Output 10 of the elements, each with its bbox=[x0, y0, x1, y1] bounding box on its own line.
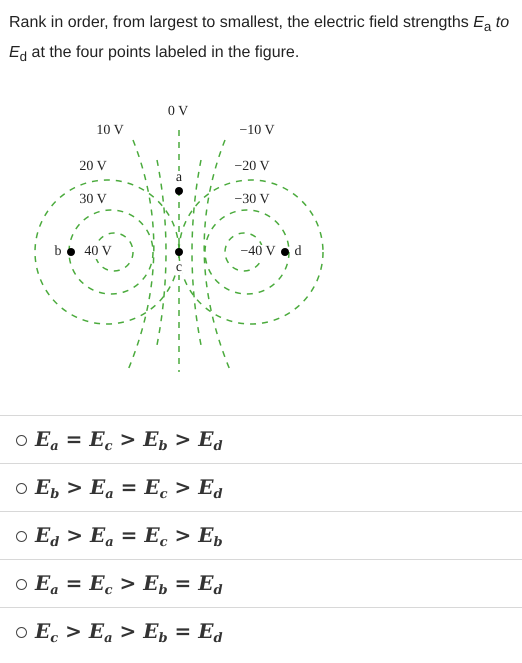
answer-option: E$_{a}$ = E$_{c}$ > E$_{b}$ = E$_{d}$ bbox=[35, 570, 223, 598]
point-label: a bbox=[174, 171, 184, 185]
answer-option: E$_{c}$ > E$_{a}$ > E$_{b}$ = E$_{d}$ bbox=[35, 618, 223, 646]
question-text: Rank in order, from largest to smallest, the electric field strengths E$_{a}$ to E$_{d}$ at the four points labeled in the figure. bbox=[9, 13, 510, 66]
answer-option: E$_{a}$ = E$_{c}$ > E$_{b}$ > E$_{d}$ bbox=[35, 426, 223, 454]
answer-option: E$_{b}$ > E$_{a}$ = E$_{c}$ > E$_{d}$ bbox=[35, 474, 223, 502]
point-label: c bbox=[174, 261, 184, 275]
answer-option: E$_{d}$ > E$_{a}$ = E$_{c}$ > E$_{b}$ bbox=[35, 522, 223, 550]
voltage-label: 40 V bbox=[83, 245, 113, 259]
voltage-label: −40 V bbox=[239, 245, 277, 259]
